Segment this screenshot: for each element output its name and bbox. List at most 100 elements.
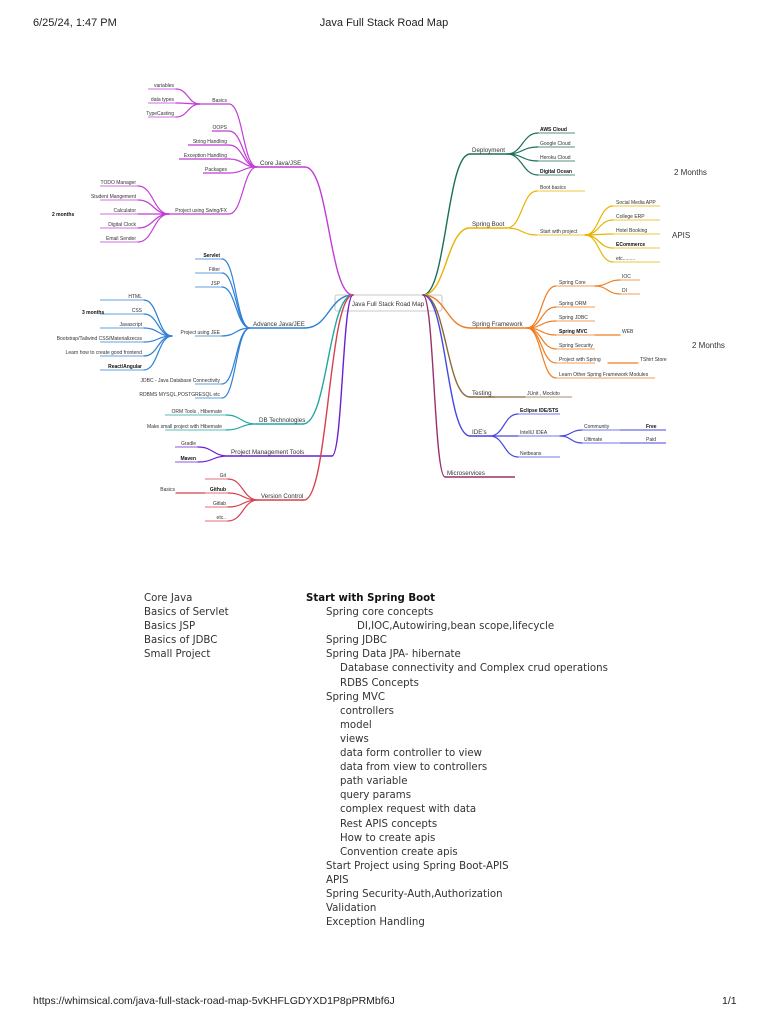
note-line: Spring Security-Auth,Authorization [326, 888, 503, 900]
rdbms-item: RDBMS MYSQL,POSTGRESQL etc [139, 392, 220, 398]
vcs-item: Git [220, 473, 227, 479]
connector [175, 88, 201, 105]
vcs-item: Gitlab [213, 501, 226, 507]
ide-pricing: Paid [646, 437, 656, 443]
intellij-edition: Community [584, 424, 610, 430]
testing-item: JUnit , Mockito [527, 391, 560, 397]
basics-item: data types [151, 97, 175, 103]
footer-url[interactable]: https://whimsical.com/java-full-stack-ro… [33, 995, 395, 1007]
note-line: Rest APIS concepts [340, 818, 438, 830]
connector [137, 213, 170, 229]
connector [422, 294, 471, 329]
spring-framework-item: Spring Core [559, 280, 586, 286]
swing-project-item: Calculator [113, 208, 136, 214]
connector [584, 234, 614, 263]
core-java-2: String Handling [193, 139, 227, 145]
note-line: RDBS Concepts [340, 677, 419, 689]
connector [221, 286, 251, 329]
vcs-item: etc.. [217, 515, 226, 521]
connector [506, 153, 539, 176]
core-java-1: OOPS [213, 125, 228, 131]
note-line: Basics of JDBC [144, 635, 218, 647]
connector [143, 299, 173, 337]
duration-note: 3 months [82, 310, 104, 316]
deployment-item: Digital Ocean [540, 169, 572, 175]
note-line: complex request with data [340, 804, 477, 816]
page-number: 1/1 [722, 995, 737, 1007]
connector [526, 327, 557, 364]
spring-boot-project: ECommerce [616, 242, 645, 248]
note-line: Exception Handling [326, 917, 425, 929]
note-line: model [340, 719, 372, 731]
connector [304, 294, 354, 329]
page-title: Java Full Stack Road Map [319, 17, 449, 29]
spring-framework-item: Spring ORM [559, 301, 587, 307]
note-line: Basics JSP [144, 621, 196, 633]
core-java-3: Exception Handling [184, 153, 227, 159]
note-line: controllers [340, 705, 394, 717]
spring-framework-item: Spring MVC [559, 329, 588, 335]
note-line: APIS [326, 874, 349, 886]
swing-project-item: Digital Clock [108, 222, 136, 228]
note-line: Basics of Servlet [144, 607, 229, 619]
jee-project-item: Bootstrap/Tailwind CSS/Materializecss [57, 336, 143, 342]
spring-boot-project: Social Media APP [616, 200, 656, 206]
connector [197, 455, 229, 463]
branch-version-control: Version Control [261, 493, 303, 500]
branch-db-technologies: DB Technologies [259, 417, 305, 424]
note-line: How to create apis [340, 832, 436, 844]
note-line: Spring MVC [326, 691, 385, 703]
branch-spring-framework: Spring Framework [472, 321, 523, 328]
note-line: Core Java [144, 593, 193, 604]
ide-item: IntelliJ IDEA [520, 430, 548, 436]
jee-project-item: React/Angular [108, 364, 142, 370]
branch-microservices: Microservices [447, 470, 485, 477]
connector [489, 435, 519, 458]
github-basics: Basics [160, 487, 175, 493]
connector [143, 335, 173, 371]
connector [304, 166, 354, 296]
advance-java-0: Servlet [203, 253, 220, 259]
spring-boot-item: Boot basics [540, 185, 566, 191]
branch-advance-java-jee: Advance Java/JEE [253, 321, 305, 328]
connector [422, 294, 446, 478]
db-tech-item: Make small project with Hibernate [147, 424, 222, 430]
spring-mvc-item: WEB [622, 329, 634, 335]
connector [526, 327, 557, 379]
center-node-label: Java Full Stack Road Map [352, 301, 425, 308]
jee-project-item: Javascript [119, 322, 142, 328]
connector [228, 166, 258, 215]
pm-tool-item: Maven [180, 456, 196, 462]
note-line: Small Project [144, 649, 211, 661]
ide-item: Eclipse IDE/STS [520, 408, 559, 414]
note-line: Spring core concepts [326, 607, 434, 619]
branch-project-management-tools: Project Management Tools [231, 449, 304, 456]
connector [506, 227, 538, 236]
connector [221, 272, 251, 329]
connector [526, 285, 557, 329]
connector [422, 294, 471, 437]
note-line: views [340, 733, 369, 745]
connector [221, 327, 251, 399]
connector [302, 294, 354, 425]
connector [506, 190, 538, 229]
advance-java-3: Project using JEE [181, 330, 221, 336]
connector [584, 219, 614, 236]
connector [175, 103, 201, 118]
note-line: Spring JDBC [326, 635, 387, 647]
basics-item: TypeCasting [146, 111, 174, 117]
connector [221, 327, 251, 385]
swing-project-item: Email Sender [106, 236, 136, 242]
note-line: data form controller to view [340, 748, 482, 760]
note-line: path variable [340, 776, 408, 788]
deployment-item: AWS Cloud [540, 127, 567, 133]
ide-item: Netbeans [520, 451, 542, 457]
connector [331, 294, 354, 457]
connector [197, 446, 229, 457]
note-line: data from view to controllers [340, 762, 488, 774]
apis-note: APIS [672, 231, 690, 240]
spring-framework-item: Spring Security [559, 343, 593, 349]
duration-note: 2 Months [692, 341, 725, 350]
ide-pricing: Free [646, 424, 657, 430]
